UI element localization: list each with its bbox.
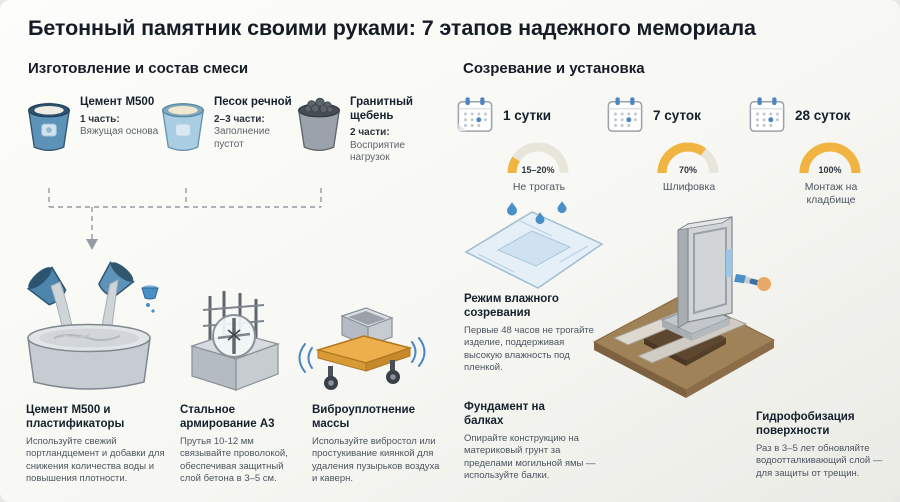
- rebar-illustration: [189, 291, 280, 391]
- sand-bucket-icon: [161, 102, 205, 151]
- cement-bucket-icon: [27, 102, 71, 151]
- step-vibration-compaction: Виброуплотнение массы Используйте виброс…: [312, 404, 440, 486]
- ingredient-text: Гранитный щебень 2 части: Восприятие наг…: [350, 96, 434, 165]
- ingredient-ratio: 2–3 части:: [214, 113, 265, 125]
- right-section-header: Созревание и установка: [463, 60, 645, 77]
- ingredient-sand: Песок речной 2–3 части: Заполнение пусто…: [160, 96, 298, 154]
- page-title: Бетонный памятник своими руками: 7 этапо…: [28, 16, 756, 40]
- vibrating-table-illustration: [298, 307, 426, 390]
- timeline-row: 1 сутки: [456, 96, 602, 134]
- ingredient-name: Песок речной: [214, 96, 292, 108]
- ingredient-desc: Вяжущая основа: [80, 126, 159, 138]
- ingredient-text: Песок речной 2–3 части: Заполнение пусто…: [214, 96, 298, 151]
- ingredient-name: Гранитный щебень: [350, 96, 413, 122]
- ingredient-cement: Цемент М500 1 часть: Вяжущая основа: [26, 96, 164, 154]
- timeline-label: Шлифовка: [662, 181, 716, 193]
- step-desc: Первые 48 часов не трогайте изделие, под…: [464, 324, 594, 374]
- mixing-tub-illustration: [26, 261, 159, 390]
- timeline-step-1day: 1 сутки 15–20% Не трогать: [456, 96, 602, 194]
- strength-gauge: 100%: [799, 142, 861, 175]
- mix-connector-arrows: [48, 188, 322, 250]
- gravel-bucket-icon: [297, 97, 341, 151]
- step-desc: Раз в 3–5 лет обновляйте водоотталкивающ…: [756, 442, 883, 479]
- timeline-period: 28 суток: [795, 107, 851, 123]
- strength-gauge: 15–20%: [507, 142, 569, 175]
- step-wet-curing: Режим влажного созревания Первые 48 часо…: [464, 293, 598, 375]
- curing-film-illustration: [464, 201, 604, 289]
- monument-installation-illustration: [592, 216, 776, 398]
- timeline-step-7days: 7 суток 70% Шлифовка: [606, 96, 752, 194]
- timeline-label: Монтаж на кладбище: [804, 181, 858, 206]
- left-section-header: Изготовление и состав смеси: [28, 60, 249, 77]
- timeline-row: 28 суток: [748, 96, 894, 134]
- calendar-icon: [607, 97, 643, 132]
- ingredient-ratio: 1 часть:: [80, 113, 120, 125]
- calendar-icon: [457, 97, 493, 132]
- ingredient-ratio: 2 части:: [350, 127, 390, 139]
- timeline-period: 7 суток: [653, 107, 701, 123]
- step-desc: Используйте вибростол или простукивание …: [312, 435, 440, 485]
- step-title: Стальное армирование А3: [180, 404, 275, 430]
- step-title: Гидрофобизация поверхности: [756, 411, 855, 437]
- step-hydrophobization: Гидрофобизация поверхности Раз в 3–5 лет…: [756, 411, 892, 480]
- gauge-percent: 15–20%: [521, 165, 554, 175]
- timeline-step-28days: 28 суток 100% Монтаж на кладбище: [748, 96, 894, 206]
- gauge-percent: 70%: [679, 165, 697, 175]
- gauge-percent: 100%: [818, 165, 841, 175]
- step-steel-reinforcement: Стальное армирование А3 Прутья 10-12 мм …: [180, 404, 304, 486]
- ingredient-desc: Заполнение пустот: [214, 126, 270, 150]
- step-title: Фундамент на балках: [464, 401, 545, 427]
- step-cement-plasticizers: Цемент М500 и пластификаторы Используйте…: [26, 404, 176, 486]
- timeline-label: Не трогать: [512, 181, 566, 193]
- timeline-row: 7 суток: [606, 96, 752, 134]
- ingredient-gravel: Гранитный щебень 2 части: Восприятие наг…: [296, 96, 434, 165]
- ingredient-desc: Восприятие нагрузок: [350, 139, 405, 164]
- step-title: Цемент М500 и пластификаторы: [26, 404, 125, 430]
- step-title: Виброуплотнение массы: [312, 404, 415, 430]
- ingredient-name: Цемент М500: [80, 96, 155, 108]
- timeline-period: 1 сутки: [503, 107, 552, 123]
- step-title: Режим влажного созревания: [464, 293, 559, 319]
- step-desc: Прутья 10-12 мм связывайте проволокой, о…: [180, 435, 288, 485]
- calendar-icon: [749, 97, 785, 132]
- step-foundation-beams: Фундамент на балках Опирайте конструкцию…: [464, 401, 606, 483]
- strength-gauge: 70%: [657, 142, 719, 175]
- step-desc: Опирайте конструкцию на материковый грун…: [464, 432, 596, 482]
- step-desc: Используйте свежий портландцемент и доба…: [26, 435, 165, 485]
- ingredient-text: Цемент М500 1 часть: Вяжущая основа: [80, 96, 158, 139]
